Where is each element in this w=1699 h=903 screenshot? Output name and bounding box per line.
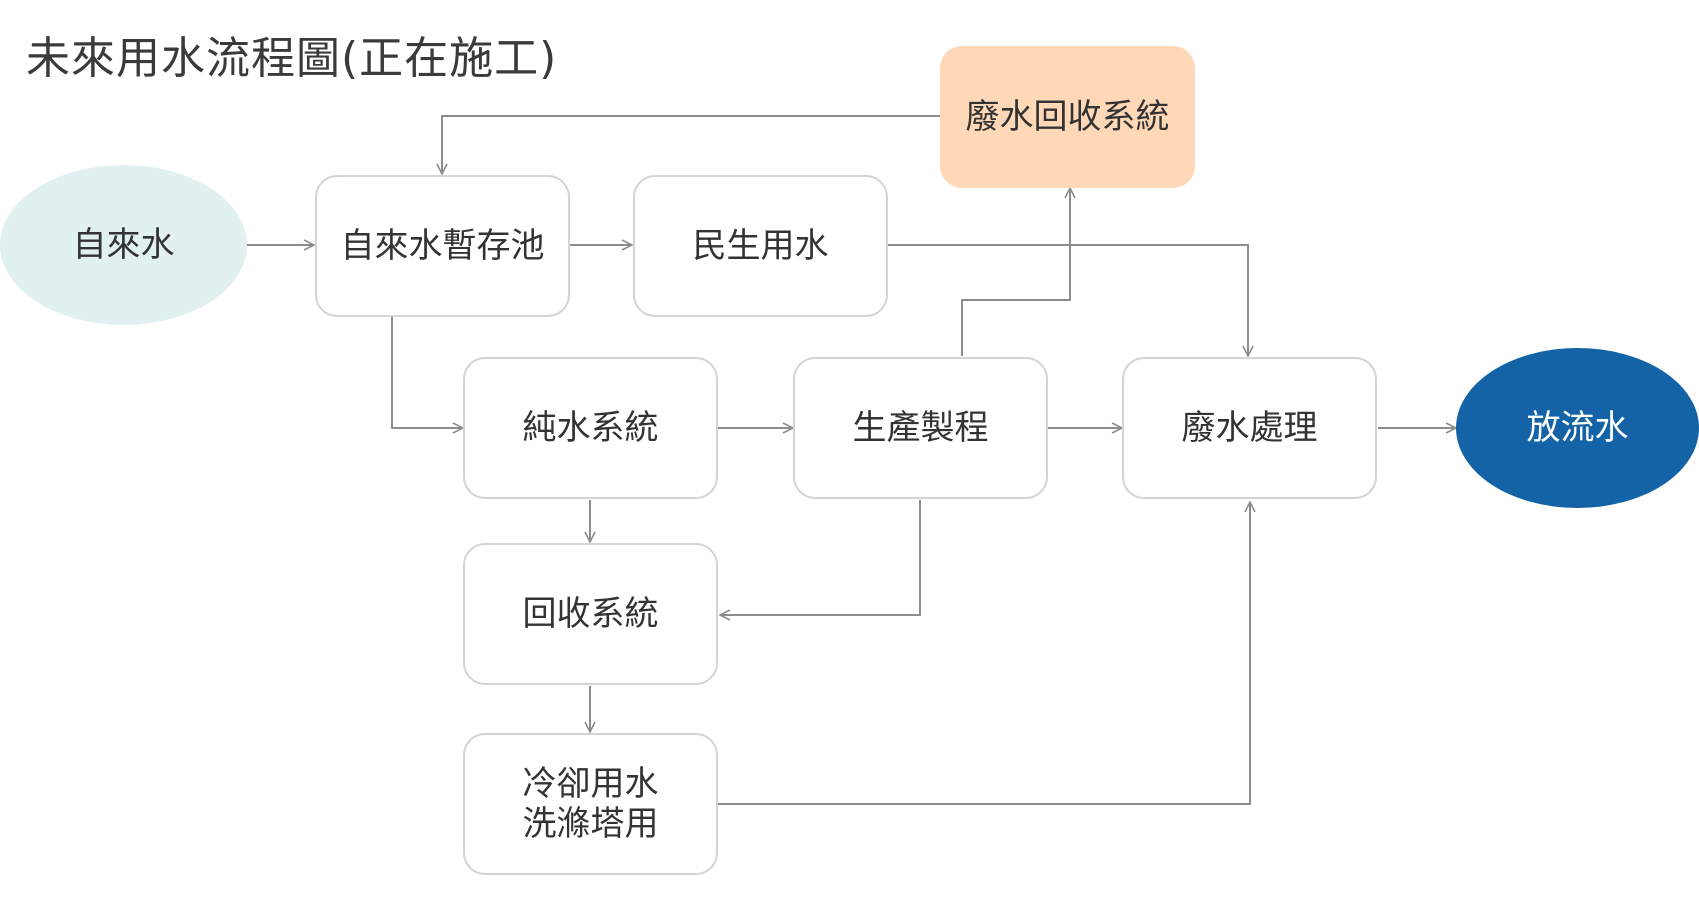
- node-waste-recycle-system: 廢水回收系統: [940, 46, 1195, 188]
- edge-cooling-to-treatment: [718, 502, 1250, 805]
- edge-storage-to-pure: [391, 316, 463, 428]
- node-cooling-scrubber: 冷卻用水 洗滌塔用: [463, 733, 718, 875]
- node-pure-water-system: 純水系統: [463, 357, 718, 499]
- node-discharge: 放流水: [1456, 348, 1699, 508]
- node-wastewater-treatment: 廢水處理: [1122, 357, 1377, 499]
- node-tap-water: 自來水: [0, 165, 247, 325]
- node-domestic-water: 民生用水: [633, 175, 888, 317]
- edge-domestic-to-treatment: [886, 244, 1248, 356]
- edge-production-to-recycle-system: [720, 500, 921, 615]
- node-tap-storage: 自來水暫存池: [315, 175, 570, 317]
- edge-recycle-to-storage: [442, 115, 940, 174]
- edge-production-to-waste-recycle: [961, 188, 1070, 356]
- page-title: 未來用水流程圖(正在施工): [26, 33, 558, 84]
- node-recycle-system: 回收系統: [463, 543, 718, 685]
- node-production-process: 生產製程: [793, 357, 1048, 499]
